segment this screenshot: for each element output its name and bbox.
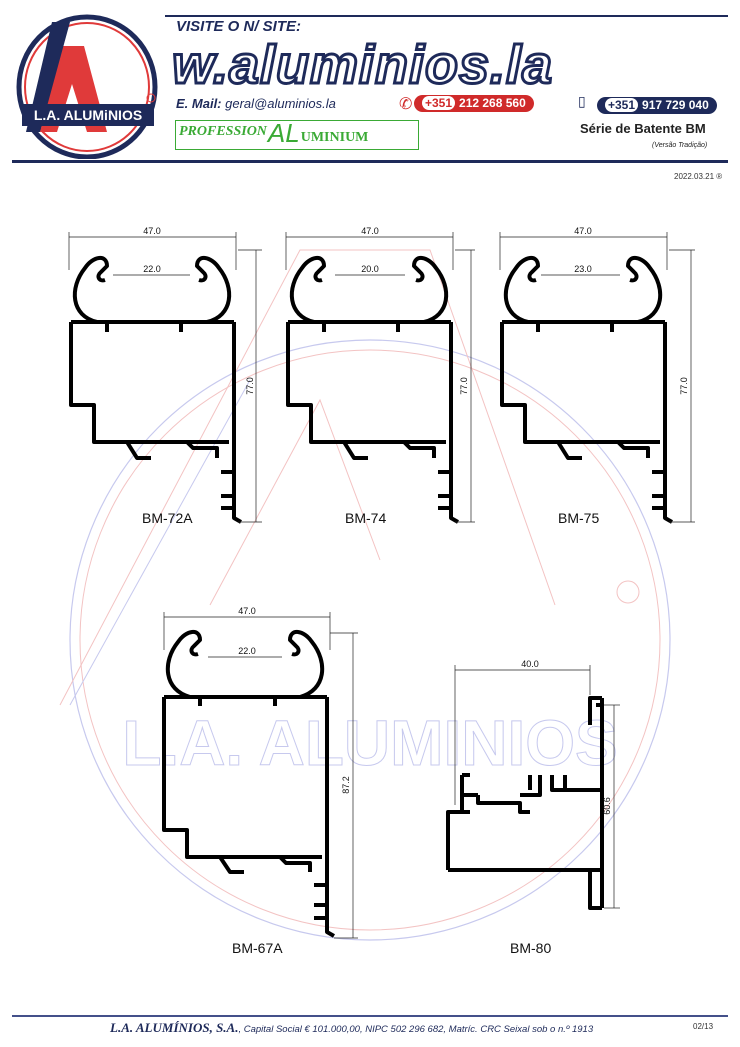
header-divider	[12, 160, 728, 163]
dim-width-bm74: 47.0	[361, 226, 379, 236]
profile-label-bm67a: BM-67A	[232, 940, 283, 956]
website-link[interactable]: w.aluminios.la	[170, 35, 554, 95]
dim-height-bm74: 77.0	[459, 377, 469, 395]
dim-height-bm67a: 87.2	[341, 776, 351, 794]
profile-label-bm72a: BM-72A	[142, 510, 193, 526]
profile-label-bm74: BM-74	[345, 510, 386, 526]
dim-width-bm72a: 47.0	[143, 226, 161, 236]
visit-label: VISITE O N/ SITE:	[176, 18, 302, 35]
profile-bm67a	[162, 630, 335, 938]
profile-label-bm80: BM-80	[510, 940, 551, 956]
series-title: Série de Batente BM	[580, 121, 706, 136]
dim-inner-bm74: 20.0	[361, 264, 379, 274]
series-version: (Versão Tradição)	[652, 142, 708, 149]
dim-height-bm75: 77.0	[679, 377, 689, 395]
header-rule	[165, 15, 728, 17]
page-number: 02/13	[693, 1022, 714, 1031]
dim-height-bm80: 60.6	[602, 797, 612, 815]
profile-label-bm75: BM-75	[558, 510, 599, 526]
company-logo: L.A. ALUMiNIOS	[16, 14, 158, 159]
dim-width-bm75: 47.0	[574, 226, 592, 236]
email-link[interactable]: geral@aluminios.la	[225, 96, 336, 111]
registered-mark-watermark	[616, 580, 640, 604]
dim-height-bm72a: 77.0	[245, 377, 255, 395]
svg-text:L.A. ALUMiNIOS: L.A. ALUMiNIOS	[34, 107, 142, 123]
dim-width-bm67a: 47.0	[238, 606, 256, 616]
profile-bm74	[286, 255, 460, 524]
footer-rule	[12, 1015, 728, 1017]
dim-inner-bm67a: 22.0	[238, 646, 256, 656]
dim-inner-bm72a: 22.0	[143, 264, 161, 274]
dim-width-bm80: 40.0	[521, 659, 539, 669]
phone-icon: ✆	[399, 96, 413, 113]
watermark-text: L.A. ALUMINIOS	[122, 707, 617, 779]
dim-inner-bm75: 23.0	[574, 264, 592, 274]
revision-date: 2022.03.21 ®	[674, 172, 723, 181]
email-line: E. Mail: geral@aluminios.la	[176, 96, 336, 111]
profile-bm80	[446, 696, 604, 910]
footer-text: L.A. ALUMÍNIOS, S.A., Capital Social € 1…	[110, 1020, 594, 1035]
mobile-phone-icon: ▯	[578, 93, 586, 109]
profile-bm72a	[69, 255, 243, 524]
profile-bm75	[500, 255, 674, 524]
